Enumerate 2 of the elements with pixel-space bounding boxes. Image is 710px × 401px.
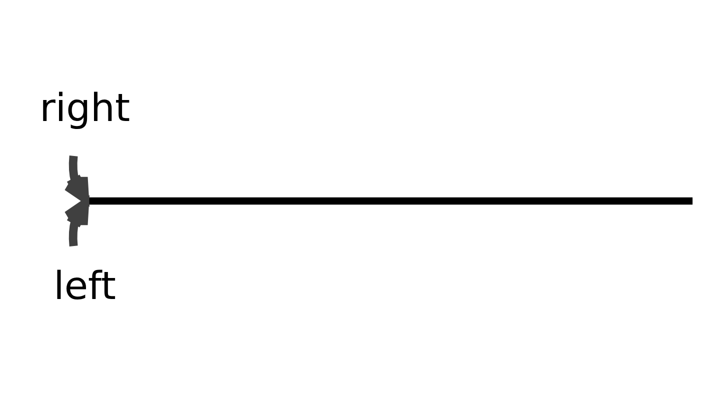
node-text: right xyxy=(40,86,130,131)
node-text: left xyxy=(54,264,116,309)
